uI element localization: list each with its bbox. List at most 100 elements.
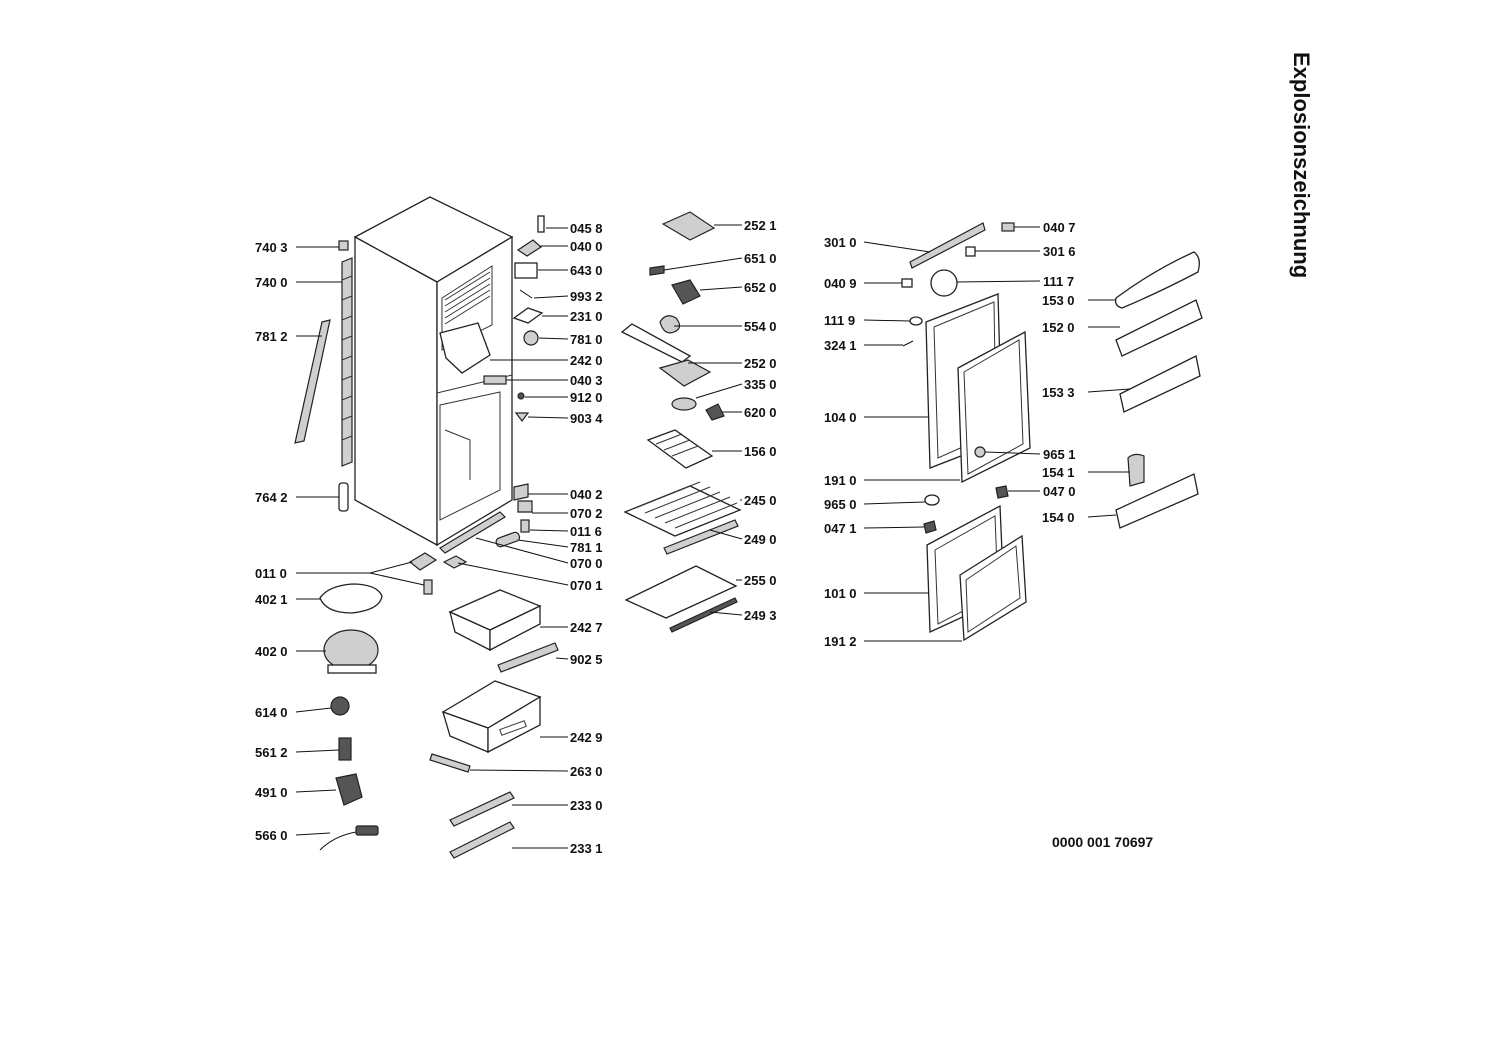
- part-0407: [1001, 222, 1015, 232]
- callout-9025: 902 5: [570, 652, 603, 667]
- part-6430: [514, 262, 538, 279]
- fridge-cabinet: [353, 196, 514, 547]
- part-2520-duct: [620, 323, 692, 363]
- callout-7810: 781 0: [570, 332, 603, 347]
- callout-6140: 614 0: [255, 705, 288, 720]
- part-1540-bin: [1115, 473, 1199, 529]
- callout-3350: 335 0: [744, 377, 777, 392]
- part-2520-housing: [658, 359, 712, 387]
- part-2490-strip: [663, 519, 739, 555]
- exploded-diagram: 045 8 040 0 643 0 993 2 231 0 781 0 242 …: [255, 196, 1203, 859]
- callout-5612: 561 2: [255, 745, 288, 760]
- callout-3016: 301 6: [1043, 244, 1076, 259]
- callout-5660: 566 0: [255, 828, 288, 843]
- part-0110-hinge: [408, 552, 438, 571]
- part-1910-gasket-upper: [957, 330, 1031, 484]
- callout-2520: 252 0: [744, 356, 777, 371]
- callout-6430: 643 0: [570, 263, 603, 278]
- callout-1520: 152 0: [1042, 320, 1075, 335]
- callout-0701: 070 1: [570, 578, 603, 593]
- callout-2330: 233 0: [570, 798, 603, 813]
- callout-1530: 153 0: [1042, 293, 1075, 308]
- callout-0700: 070 0: [570, 556, 603, 571]
- drawing-number: 0000 001 70697: [1052, 834, 1154, 850]
- callout-labels: 045 8 040 0 643 0 993 2 231 0 781 0 242 …: [255, 218, 1076, 856]
- part-9650: [924, 494, 940, 506]
- part-2550-glass: [624, 565, 738, 619]
- callout-2521: 252 1: [744, 218, 777, 233]
- callout-0110: 011 0: [255, 566, 287, 581]
- part-1119: [909, 316, 923, 326]
- callout-0409: 040 9: [824, 276, 857, 291]
- part-0700-rail: [439, 511, 506, 554]
- part-0701: [442, 555, 468, 569]
- callout-7812: 781 2: [255, 329, 288, 344]
- leader-lines: [295, 224, 1131, 849]
- part-2310: [512, 307, 544, 324]
- part-5612: [338, 737, 352, 761]
- part-9120: [517, 392, 525, 400]
- callout-1541: 154 1: [1042, 465, 1075, 480]
- part-6510: [649, 265, 665, 276]
- callout-0400: 040 0: [570, 239, 603, 254]
- callout-9650: 965 0: [824, 497, 857, 512]
- part-7400-side-rail: [341, 257, 353, 467]
- part-2450-shelf: [623, 481, 742, 537]
- part-0400: [516, 239, 542, 257]
- callout-9034: 903 4: [570, 411, 603, 426]
- part-7811: [495, 531, 521, 548]
- callout-1540: 154 0: [1042, 510, 1075, 525]
- part-0458: [537, 215, 545, 233]
- part-1117: [930, 269, 958, 297]
- callout-7400: 740 0: [255, 275, 288, 290]
- part-4020-base: [327, 664, 377, 674]
- callout-2429: 242 9: [570, 730, 603, 745]
- part-1530-bin: [1114, 251, 1200, 309]
- part-1541-clip: [1127, 453, 1145, 487]
- callout-1910: 191 0: [824, 473, 857, 488]
- part-0403: [483, 375, 507, 385]
- part-2331-strip: [449, 821, 515, 859]
- part-7642: [338, 482, 349, 512]
- part-7812-strip: [294, 319, 331, 444]
- callout-0407: 040 7: [1043, 220, 1076, 235]
- callout-4021: 402 1: [255, 592, 288, 607]
- part-5540-spring: [659, 315, 681, 334]
- part-4021-tray: [319, 583, 383, 614]
- part-3010-bar: [909, 222, 986, 269]
- callout-6520: 652 0: [744, 280, 777, 295]
- callout-1010: 101 0: [824, 586, 857, 601]
- callout-2490: 249 0: [744, 532, 777, 547]
- callout-2493: 249 3: [744, 608, 777, 623]
- part-2330-strip: [449, 791, 515, 827]
- part-0702: [517, 500, 533, 513]
- part-6520: [671, 279, 701, 305]
- part-4020-compressor: [323, 629, 379, 671]
- part-1912-gasket-lower: [959, 534, 1027, 642]
- callout-0702: 070 2: [570, 506, 603, 521]
- callout-9120: 912 0: [570, 390, 603, 405]
- callout-0471: 047 1: [824, 521, 857, 536]
- callout-0116: 011 6: [570, 524, 602, 539]
- part-3241: [902, 340, 914, 347]
- callout-1533: 153 3: [1042, 385, 1075, 400]
- callout-4020: 402 0: [255, 644, 288, 659]
- callout-2331: 233 1: [570, 841, 603, 856]
- callout-5540: 554 0: [744, 319, 777, 334]
- callout-2420: 242 0: [570, 353, 603, 368]
- callout-1119: 111 9: [824, 313, 855, 328]
- part-9034: [514, 412, 530, 422]
- callout-1560: 156 0: [744, 444, 777, 459]
- part-2521: [661, 211, 716, 241]
- part-0110-bolt: [423, 579, 433, 595]
- part-0409: [901, 278, 913, 288]
- callout-0470: 047 0: [1043, 484, 1076, 499]
- part-2630-strip: [429, 753, 471, 773]
- callout-7403: 740 3: [255, 240, 288, 255]
- callout-3241: 324 1: [824, 338, 857, 353]
- part-5660-sensor: [355, 825, 379, 836]
- callout-0403: 040 3: [570, 373, 603, 388]
- part-3016: [965, 246, 976, 257]
- part-0116: [520, 519, 530, 533]
